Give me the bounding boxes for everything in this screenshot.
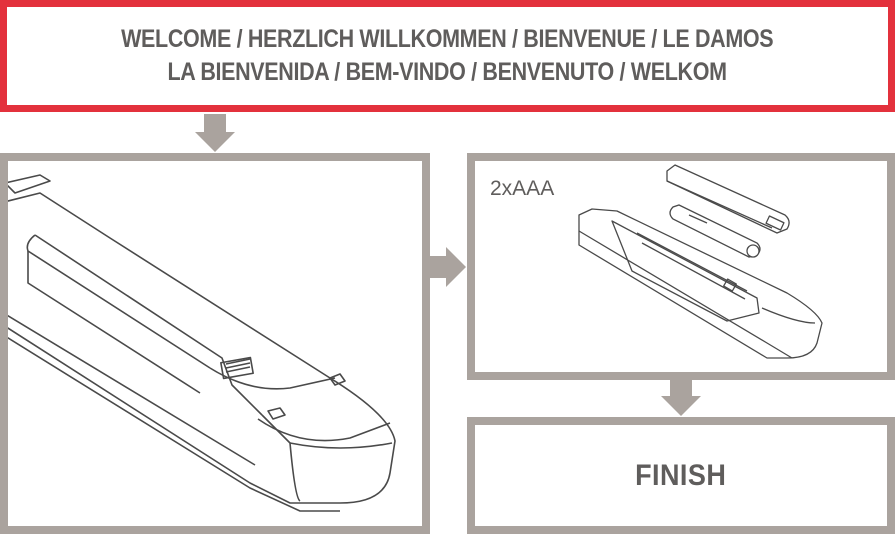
remote-control-with-batteries-illustration <box>578 164 823 359</box>
battery-count-label: 2xAAA <box>490 177 555 200</box>
remote-control-icon <box>8 174 396 512</box>
down-arrow-icon <box>195 114 235 152</box>
welcome-banner: WELCOME / HERZLICH WILLKOMMEN / BIENVENU… <box>0 0 895 112</box>
finish-panel: FINISH <box>467 417 895 534</box>
down-arrow-icon-2 <box>661 378 701 416</box>
finish-label: FINISH <box>635 458 727 492</box>
right-arrow-icon <box>428 247 466 287</box>
step-insert-batteries-panel <box>467 153 895 380</box>
welcome-line-1: WELCOME / HERZLICH WILLKOMMEN / BIENVENU… <box>121 25 774 53</box>
battery-icon <box>669 204 761 258</box>
step-open-cover-panel <box>0 153 430 534</box>
welcome-line-2: LA BIENVENIDA / BEM-VINDO / BENVENUTO / … <box>167 58 728 86</box>
